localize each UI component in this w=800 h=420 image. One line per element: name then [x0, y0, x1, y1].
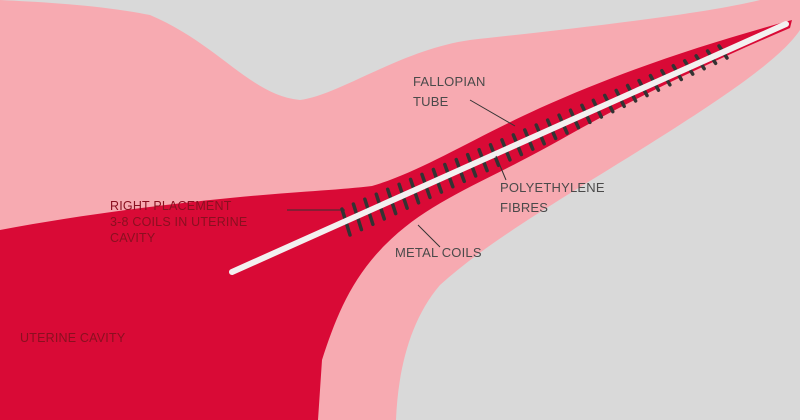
- label-line: FIBRES: [500, 200, 549, 215]
- label-line: POLYETHYLENE: [500, 180, 605, 195]
- label-line: RIGHT PLACEMENT: [110, 199, 232, 213]
- uterine-cavity-region: [0, 20, 792, 420]
- label-line: TUBE: [413, 94, 449, 109]
- insert-wire: [229, 21, 789, 275]
- label-line: CAVITY: [110, 231, 156, 245]
- leader-metal-coils: [417, 224, 441, 248]
- label-line: 3-8 COILS IN UTERINE: [110, 215, 248, 229]
- label-line: FALLOPIAN: [413, 74, 486, 89]
- label-polyethylene-fibres: POLYETHYLENE FIBRES: [500, 178, 605, 218]
- leader-polyethylene: [495, 155, 507, 181]
- label-uterine-cavity: UTERINE CAVITY: [20, 331, 126, 345]
- label-right-placement: RIGHT PLACEMENT 3-8 COILS IN UTERINE CAV…: [110, 198, 247, 246]
- label-metal-coils: METAL COILS: [395, 245, 482, 260]
- leader-fallopian-tube: [469, 99, 516, 127]
- label-fallopian-tube: FALLOPIAN TUBE: [413, 72, 486, 112]
